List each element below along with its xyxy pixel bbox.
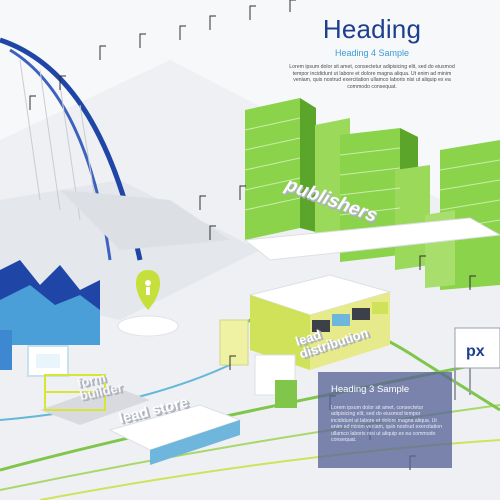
info-panel-title: Heading 3 Sample [331,384,410,395]
person-icon [146,287,150,295]
info-panel-body: Lorem ipsum dolor sit amet, consectetur … [331,405,443,444]
heading-body-text: Lorem ipsum dolor sit amet, consectetur … [289,64,455,90]
building-window-grid [244,117,500,231]
page-title: Heading [322,14,422,44]
publishers-buildings [243,98,500,290]
cylinder-tank [0,330,12,370]
info-panel: Heading 3 Sample Lorem ipsum dolor sit a… [318,372,452,468]
wave-sculpture [0,285,100,345]
billboard [454,327,500,400]
billboard-logo: px [466,343,485,360]
bridge-cable [39,69,61,211]
pin-pedestal [117,315,179,337]
person-icon [145,280,151,286]
lead-store-facade [150,420,240,465]
heading-block: Heading Heading 4 Sample Lorem ipsum dol… [288,14,456,90]
form-builder-base [40,385,150,425]
lead-distribution-block [219,274,392,408]
page-subtitle: Heading 4 Sample [334,48,410,58]
bridge-deck [60,190,230,250]
info-sign-figure [36,354,60,368]
bridge-cable [19,59,41,201]
blue-track [0,359,241,421]
